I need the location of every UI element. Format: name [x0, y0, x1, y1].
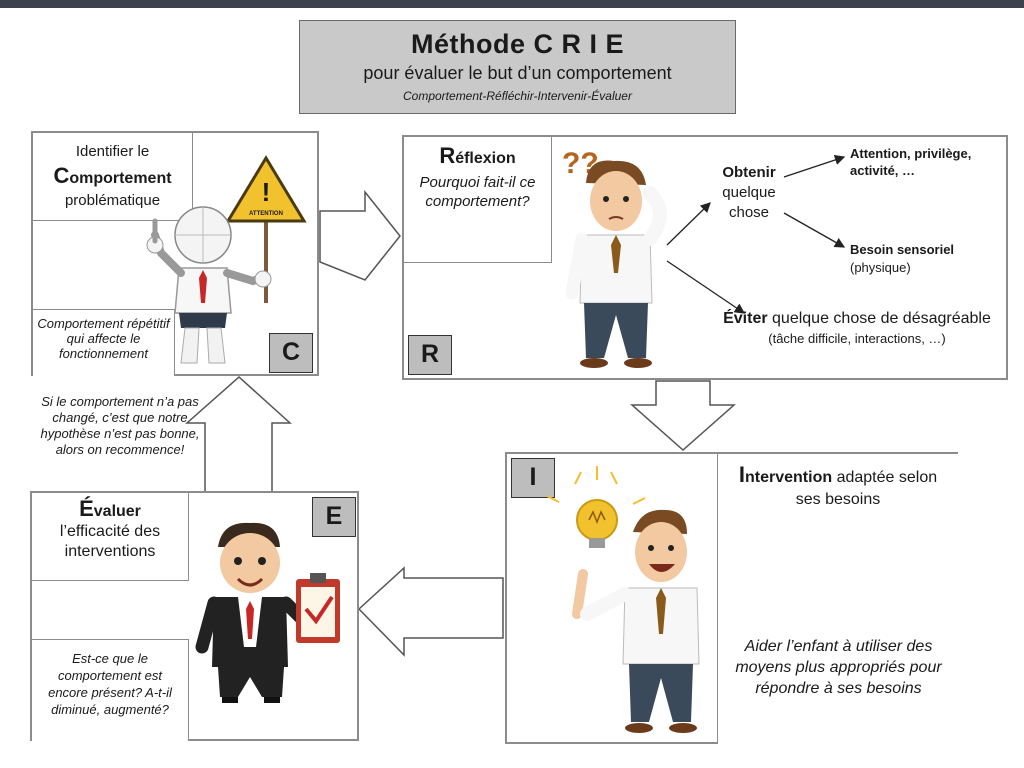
panel-intervention: I Intervention adaptée selon ses besoins…: [505, 452, 958, 744]
e-question-box: Est-ce que le comportement est encore pr…: [32, 639, 189, 741]
panel-reflexion: Réflexion Pourquoi fait-il ce comporteme…: [402, 135, 1008, 380]
top-bar: [0, 0, 1024, 8]
e-heading-initial: É: [79, 496, 94, 521]
clipboard-icon: [296, 573, 340, 643]
c-note-box: Comportement répétitif qui affecte le fo…: [33, 309, 175, 376]
e-question: Est-ce que le comportement est encore pr…: [48, 651, 172, 717]
r-besoin-sub: (physique): [850, 260, 911, 275]
svg-text:!: !: [262, 177, 271, 207]
c-heading-box: Identifier le Comportement problématique: [33, 133, 193, 221]
e-heading-post: l’efficacité des interventions: [59, 523, 161, 560]
e-letter-badge: E: [312, 497, 356, 537]
c-heading-word: omportement: [69, 170, 172, 187]
c-note: Comportement répétitif qui affecte le fo…: [37, 316, 170, 361]
r-question: Pourquoi fait-il ce comportement?: [419, 174, 536, 210]
r-eviter-block: Éviter quelque chose de désagréable (tâc…: [722, 309, 992, 349]
title-subtitle: pour évaluer le but d’un comportement: [363, 63, 672, 83]
r-character-illustration: ??: [562, 147, 667, 368]
i-note: Aider l’enfant à utiliser des moyens plu…: [735, 638, 942, 697]
c-heading-pre: Identifier le: [75, 143, 150, 160]
r-obtenir-block: Obtenir quelque chose: [704, 163, 794, 223]
r-obtenir-rest: quelque chose: [722, 184, 776, 221]
e-letter: E: [325, 502, 343, 530]
title-acronym: Comportement-Réfléchir-Intervenir-Évalue…: [403, 89, 632, 103]
i-heading-post: adaptée selon ses besoins: [795, 469, 938, 508]
r-letter: R: [420, 340, 440, 368]
e-character-illustration: [195, 522, 340, 703]
loop-note: Si le comportement n’a pas changé, c’est…: [40, 394, 200, 457]
warning-sign-icon: [225, 155, 307, 223]
r-letter-badge: R: [408, 335, 452, 375]
r-besoin: Besoin sensoriel: [850, 242, 955, 257]
i-character-illustration: [546, 466, 700, 733]
title-main: Méthode C R I E: [410, 29, 624, 59]
arrow-i-to-e: [357, 566, 504, 657]
e-heading-word: valuer: [93, 503, 141, 520]
i-heading-initial: I: [738, 462, 745, 487]
i-letter: I: [529, 463, 537, 491]
r-heading-box: Réflexion Pourquoi fait-il ce comporteme…: [404, 137, 552, 263]
c-heading-initial: C: [53, 163, 70, 188]
sign-text: ATTENTION: [249, 211, 283, 217]
c-letter: C: [281, 338, 301, 366]
r-eviter-examples: (tâche difficile, interactions, …): [768, 331, 946, 346]
i-heading-word: ntervention: [745, 469, 833, 486]
c-heading-post: problématique: [64, 192, 161, 209]
panel-evaluer: Évaluer l’efficacité des interventions E…: [30, 491, 359, 741]
title-box: Méthode C R I E pour évaluer le but d’un…: [299, 20, 736, 114]
r-heading-word: éflexion: [455, 150, 516, 167]
panel-comportement: Identifier le Comportement problématique…: [31, 131, 319, 376]
r-eviter: Éviter: [723, 310, 768, 327]
i-letter-badge: I: [511, 458, 555, 498]
r-branch-arrows: [666, 154, 846, 314]
arrow-c-to-r: [319, 189, 401, 281]
r-heading-initial: R: [439, 143, 456, 168]
r-eviter-rest: quelque chose de désagréable: [772, 310, 991, 327]
i-text-box: Intervention adaptée selon ses besoins A…: [717, 454, 958, 744]
r-obtenir: Obtenir: [722, 164, 776, 181]
r-besoin-block: Besoin sensoriel (physique): [850, 241, 1000, 277]
c-character-illustration: ! ATTENTION: [146, 155, 307, 364]
arrow-e-to-c: [185, 375, 292, 493]
e-heading-box: Évaluer l’efficacité des interventions: [32, 493, 189, 581]
arrow-r-to-i: [630, 380, 736, 452]
r-attention: Attention, privilège, activité, …: [850, 146, 972, 178]
c-letter-badge: C: [269, 333, 313, 373]
